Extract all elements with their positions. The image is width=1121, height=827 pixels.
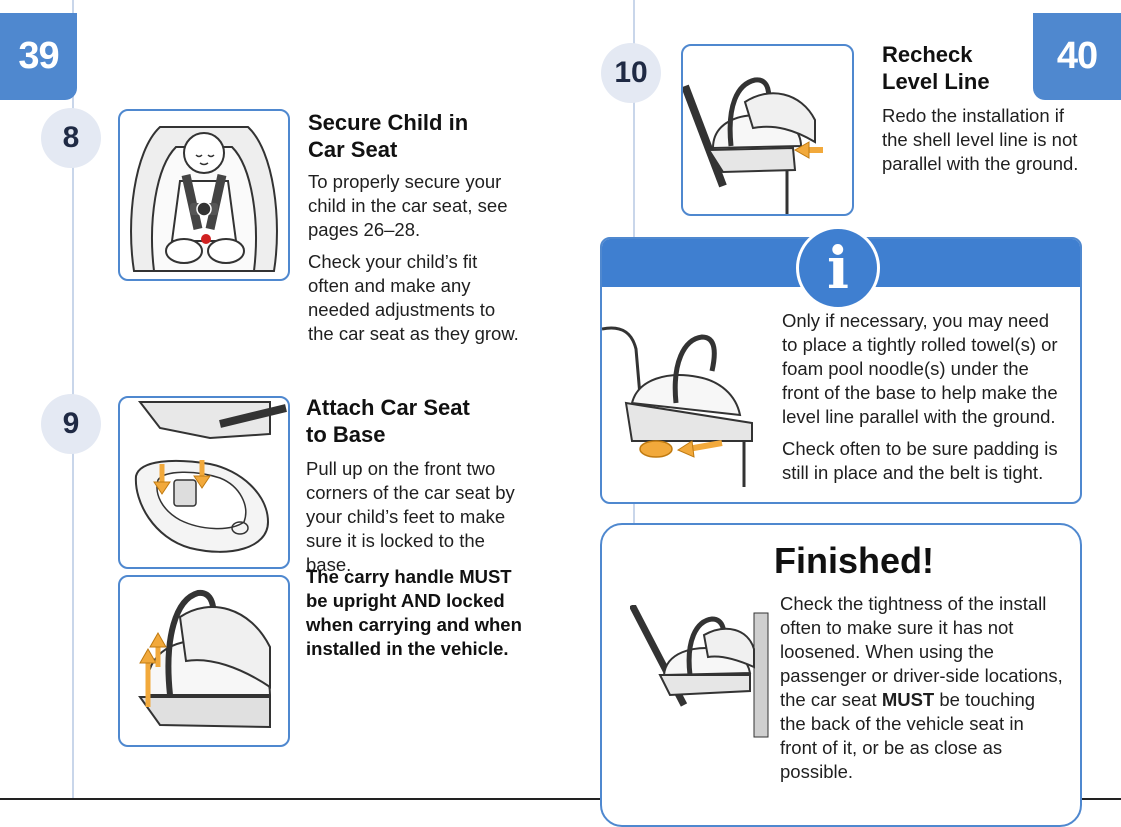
finished-text-2: be touching the back of the vehicle seat… bbox=[780, 689, 1036, 782]
step-number-10: 10 bbox=[601, 43, 661, 103]
step-8-paragraph-1: To properly secure your child in the car… bbox=[308, 171, 508, 240]
step-9-title-line1: Attach Car Seat bbox=[306, 395, 470, 420]
info-icon: i bbox=[796, 226, 880, 310]
finished-body: Check the tightness of the install often… bbox=[780, 592, 1065, 784]
step-number-8: 8 bbox=[41, 108, 101, 168]
handle-upright-illustration bbox=[118, 575, 290, 747]
step-10-title: Recheck Level Line bbox=[882, 41, 990, 95]
info-body: Only if necessary, you may need to place… bbox=[782, 309, 1067, 493]
step-8-title-line1: Secure Child in bbox=[308, 110, 469, 135]
step-10-title-line2: Level Line bbox=[882, 69, 990, 94]
page-number-right: 40 bbox=[1033, 13, 1121, 100]
info-paragraph-2: Check often to be sure padding is still … bbox=[782, 438, 1058, 483]
step-10-paragraph-1: Redo the installation if the shell level… bbox=[882, 105, 1079, 174]
step-number-9: 9 bbox=[41, 394, 101, 454]
step-10-title-line1: Recheck bbox=[882, 42, 973, 67]
finished-install-illustration bbox=[630, 605, 769, 738]
page-number-left: 39 bbox=[0, 13, 77, 100]
finished-text-1: Check the tightness of the install often… bbox=[780, 593, 1063, 710]
step-8-title: Secure Child in Car Seat bbox=[308, 109, 468, 163]
step-9-paragraph-1: Pull up on the front two corners of the … bbox=[306, 458, 515, 575]
towel-under-base-illustration bbox=[602, 326, 753, 487]
step-8-title-line2: Car Seat bbox=[308, 137, 398, 162]
step-8-paragraph-2: Check your child’s fit often and make an… bbox=[308, 251, 519, 344]
step-8-body: To properly secure your child in the car… bbox=[308, 170, 523, 354]
step-9-title-line2: to Base bbox=[306, 422, 386, 447]
info-paragraph-1: Only if necessary, you may need to place… bbox=[782, 310, 1058, 427]
level-line-illustration bbox=[681, 44, 854, 216]
step-9-title: Attach Car Seat to Base bbox=[306, 394, 470, 448]
finished-bold-must: MUST bbox=[881, 689, 935, 710]
child-in-car-seat-illustration bbox=[118, 109, 290, 281]
carry-handle-warning: The carry handle MUST be upright AND loc… bbox=[306, 566, 522, 659]
step-9-body: Pull up on the front two corners of the … bbox=[306, 457, 534, 585]
attach-seat-to-base-illustration bbox=[118, 396, 290, 569]
page-bottom-rule bbox=[0, 798, 1121, 800]
finished-title: Finished! bbox=[774, 540, 934, 581]
step-10-body: Redo the installation if the shell level… bbox=[882, 104, 1082, 184]
